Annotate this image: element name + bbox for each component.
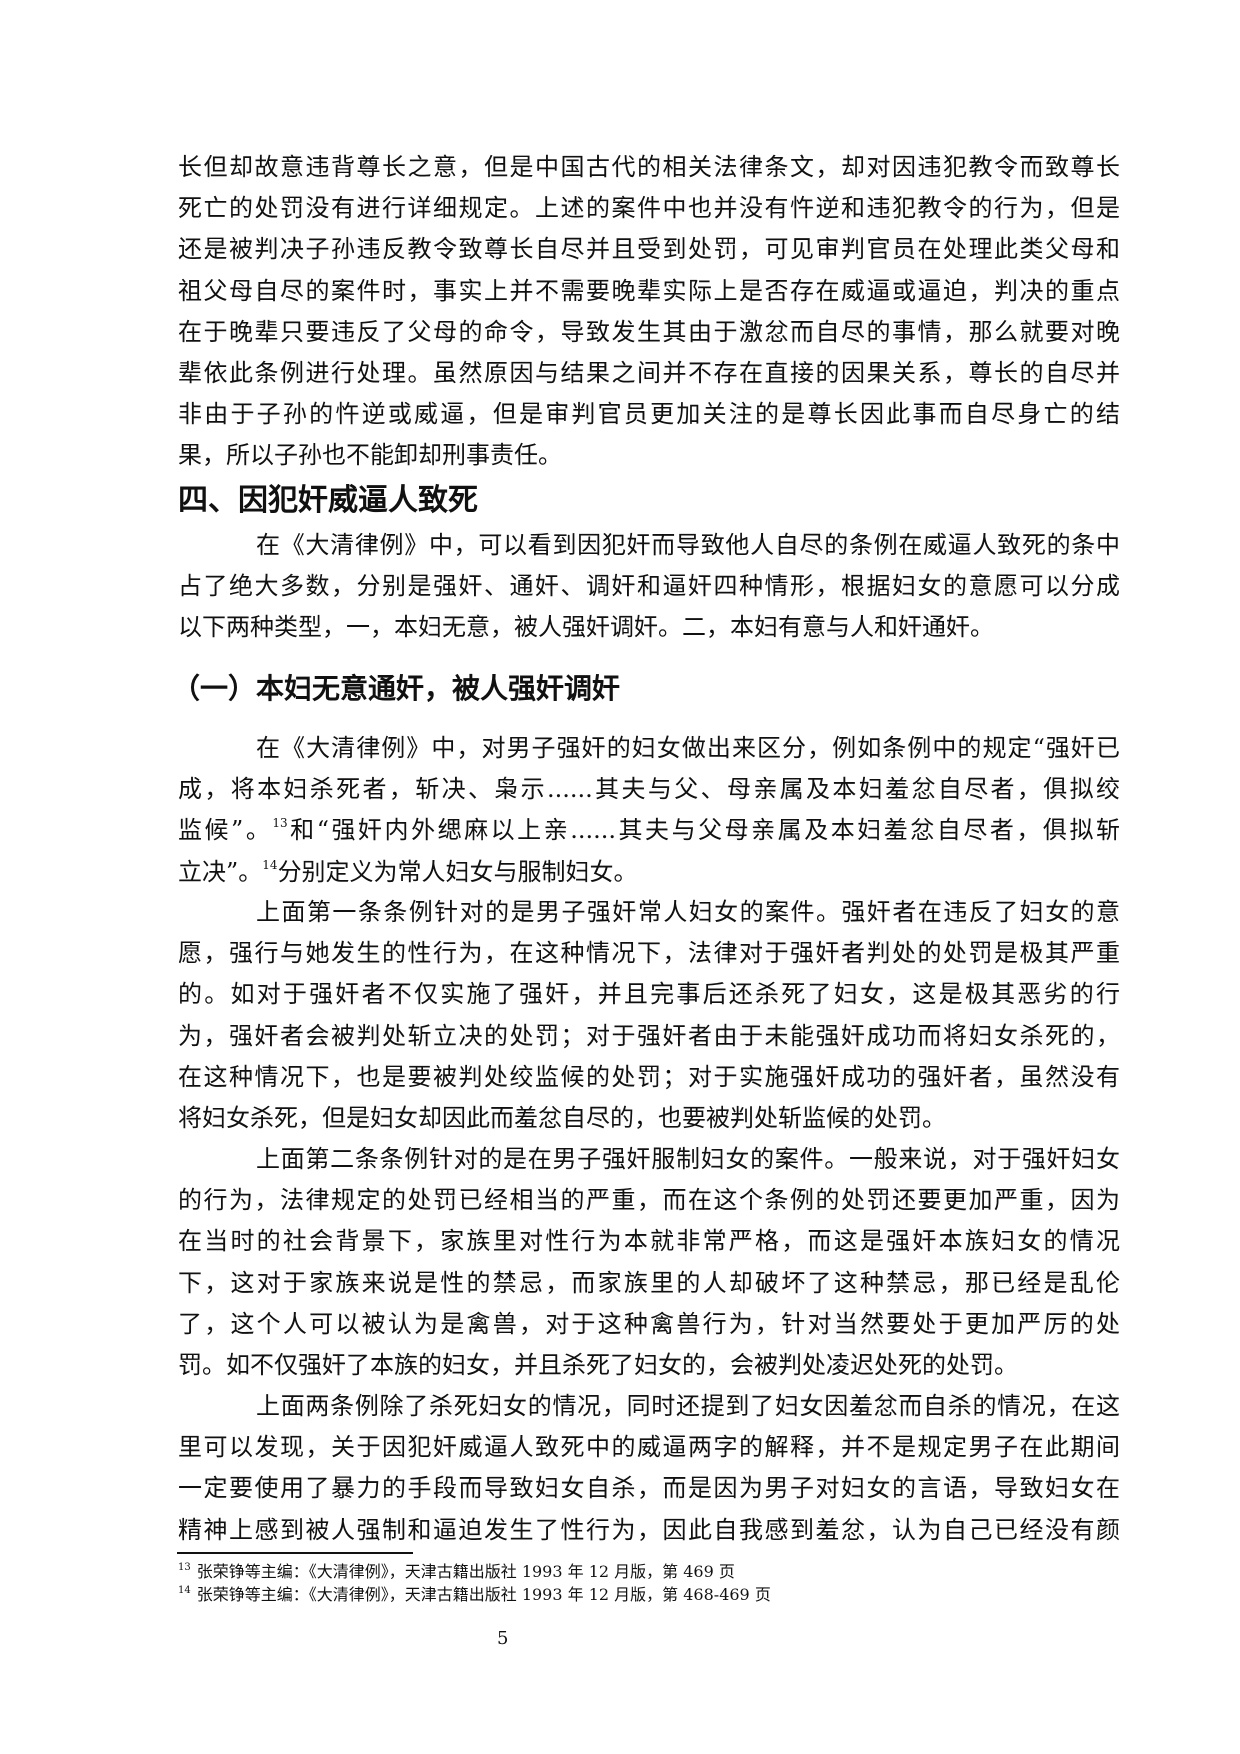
text-line: 祖父母自尽的案件时，事实上并不需要晚辈实际上是否存在威逼或逼迫，判决的重点: [178, 276, 1120, 305]
paragraph-5: 上面第二条条例针对的是在男子强奸服制妇女的案件。一般来说，对于强奸妇女的行为，法…: [178, 1139, 1120, 1386]
text-line: 在这种情况下，也是要被判处绞监候的处罚；对于实施强奸成功的强奸者，虽然没有: [178, 1062, 1120, 1091]
footnote-ref[interactable]: 14: [262, 857, 278, 872]
text-line: 罚。如不仅强奸了本族的妇女，并且杀死了妇女的，会被判处凌迟处死的处罚。: [178, 1350, 1018, 1379]
text-line: 的行为，法律规定的处罚已经相当的严重，而在这个条例的处罚还要更加严重，因为: [178, 1186, 1120, 1215]
text-line: 辈依此条例进行处理。虽然原因与结果之间并不存在直接的因果关系，尊长的自尽并: [178, 358, 1120, 387]
text-line: 将妇女杀死，但是妇女却因此而羞忿自尽的，也要被判处斩监候的处罚。: [178, 1103, 946, 1132]
text-line: 精神上感到被人强制和逼迫发生了性行为，因此自我感到羞忿，认为自己已经没有颜: [178, 1515, 1120, 1544]
text-line: 占了绝大多数，分别是强奸、通奸、调奸和逼奸四种情形，根据妇女的意愿可以分成: [178, 572, 1120, 601]
footnote-13: 13 张荣铮等主编：《大清律例》，天津古籍出版社 1993 年 12 月版，第 4…: [178, 1561, 735, 1583]
paragraph-2: 在《大清律例》中，可以看到因犯奸而导致他人自尽的条例在威逼人致死的条中占了绝大多…: [178, 525, 1120, 649]
text-line: 了，这个人可以被认为是禽兽，对于这种禽兽行为，针对当然要处于更加严厉的处: [178, 1309, 1120, 1338]
text-segment: 立决”。: [178, 857, 263, 886]
text-line: 以下两种类型，一，本妇无意，被人强奸调奸。二，本妇有意与人和奸通奸。: [178, 613, 994, 642]
text-line: 上面第二条条例针对的是在男子强奸服制妇女的案件。一般来说，对于强奸妇女: [256, 1145, 1120, 1173]
footnote-separator: [177, 1552, 413, 1554]
footnote-ref[interactable]: 13: [272, 816, 288, 831]
paragraph-4: 上面第一条条例针对的是男子强奸常人妇女的案件。强奸者在违反了妇女的意愿，强行与她…: [178, 892, 1120, 1139]
text-line: 果，所以子孙也不能卸却刑事责任。: [178, 441, 562, 470]
text-line: 在《大清律例》中，对男子强奸的妇女做出来区分，例如条例中的规定“强奸已: [256, 734, 1120, 762]
paragraph-3: 在《大清律例》中，对男子强奸的妇女做出来区分，例如条例中的规定“强奸已成，将本妇…: [178, 728, 1120, 893]
paragraph-6: 上面两条例除了杀死妇女的情况，同时还提到了妇女因羞忿而自杀的情况，在这里可以发现…: [178, 1386, 1120, 1551]
text-line: 在当时的社会背景下，家族里对性行为本就非常严格，而这是强奸本族妇女的情况: [178, 1227, 1120, 1256]
text-segment: 分别定义为常人妇女与服制妇女。: [277, 857, 638, 886]
text-line: 成，将本妇杀死者，斩决、枭示......其夫与父、母亲属及本妇羞忿自尽者，俱拟绞: [178, 775, 1120, 804]
page-number: 5: [497, 1628, 509, 1649]
text-line: 的。如对于强奸者不仅实施了强奸，并且完事后还杀死了妇女，这是极其恶劣的行: [178, 980, 1120, 1009]
footnote-number: 13: [178, 1562, 191, 1573]
section-heading: 四、因犯奸威逼人致死: [178, 483, 478, 518]
footnote-text: 张荣铮等主编：《大清律例》，天津古籍出版社 1993 年 12 月版，第 468…: [196, 1585, 771, 1604]
text-line: 里可以发现，关于因犯奸威逼人致死中的威逼两字的解释，并不是规定男子在此期间: [178, 1433, 1120, 1462]
paragraph-1: 长但却故意违背尊长之意，但是中国古代的相关法律条文，却对因违犯教令而致尊长死亡的…: [178, 147, 1120, 477]
text-line: 非由于子孙的忤逆或威逼，但是审判官员更加关注的是尊长因此事而自尽身亡的结: [178, 400, 1120, 429]
text-line: 下，这对于家族来说是性的禁忌，而家族里的人却破坏了这种禁忌，那已经是乱伦: [178, 1268, 1120, 1297]
footnote-number: 14: [178, 1585, 191, 1596]
text-line: 一定要使用了暴力的手段而导致妇女自杀，而是因为男子对妇女的言语，导致妇女在: [178, 1474, 1120, 1503]
text-segment: 监候”。: [178, 816, 273, 845]
text-line: 愿，强行与她发生的性行为，在这种情况下，法律对于强奸者判处的处罚是极其严重: [178, 939, 1120, 968]
footnote-14: 14 张荣铮等主编：《大清律例》，天津古籍出版社 1993 年 12 月版，第 4…: [178, 1584, 771, 1606]
text-line: 死亡的处罚没有进行详细规定。上述的案件中也并没有忤逆和违犯教令的行为，但是: [178, 194, 1120, 223]
text-line: 为，强奸者会被判处斩立决的处罚；对于强奸者由于未能强奸成功而将妇女杀死的，: [178, 1021, 1120, 1050]
subsection-heading: （一）本妇无意通奸，被人强奸调奸: [172, 672, 621, 705]
text-line: 上面第一条条例针对的是男子强奸常人妇女的案件。强奸者在违反了妇女的意: [256, 898, 1120, 926]
text-line: 立决”。14分别定义为常人妇女与服制妇女。: [178, 852, 1120, 893]
text-segment: 和“强奸内外缌麻以上亲......其夫与父母亲属及本妇羞忿自尽者，俱拟斩: [287, 816, 1120, 845]
text-line: 长但却故意违背尊长之意，但是中国古代的相关法律条文，却对因违犯教令而致尊长: [178, 153, 1120, 181]
text-line: 上面两条例除了杀死妇女的情况，同时还提到了妇女因羞忿而自杀的情况，在这: [256, 1392, 1120, 1420]
text-line: 监候”。13和“强奸内外缌麻以上亲......其夫与父母亲属及本妇羞忿自尽者，俱…: [178, 810, 1120, 851]
text-line: 还是被判决子孙违反教令致尊长自尽并且受到处罚，可见审判官员在处理此类父母和: [178, 235, 1120, 264]
text-line: 在于晚辈只要违反了父母的命令，导致发生其由于激忿而自尽的事情，那么就要对晚: [178, 317, 1120, 346]
text-line: 在《大清律例》中，可以看到因犯奸而导致他人自尽的条例在威逼人致死的条中: [256, 531, 1120, 559]
footnote-text: 张荣铮等主编：《大清律例》，天津古籍出版社 1993 年 12 月版，第 469…: [196, 1562, 735, 1581]
